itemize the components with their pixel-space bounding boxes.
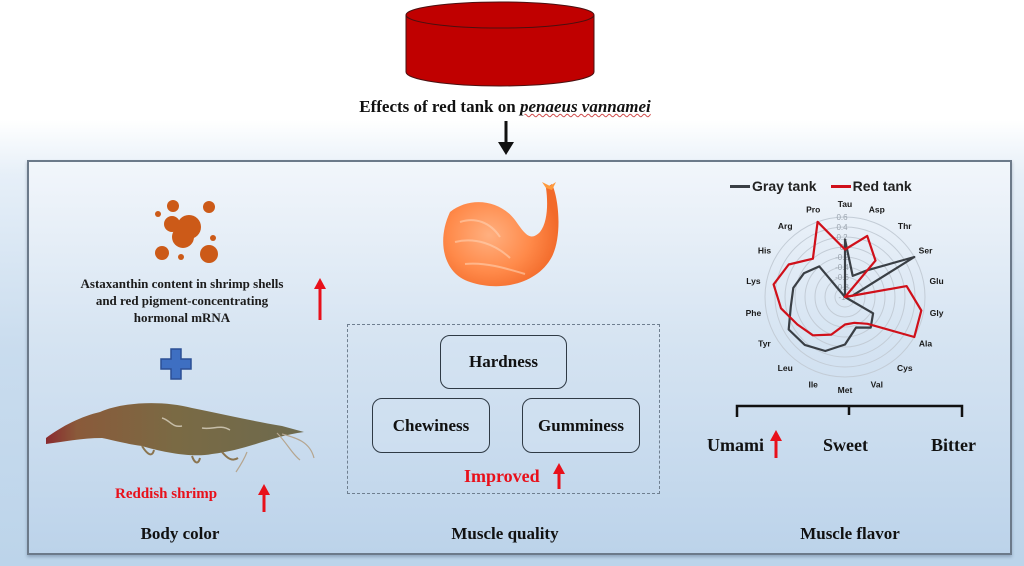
radar-axis-label-ala: Ala [919,339,933,349]
radar-axis-label-his: His [758,246,772,256]
radar-grid-ring [774,226,916,368]
legend-gray-label: Gray tank [752,178,817,194]
radar-axis-label-asp: Asp [869,205,885,215]
flavor-bitter: Bitter [931,435,976,455]
radar-axis-label-met: Met [838,385,853,395]
section-label-muscle-quality: Muscle quality [451,524,559,543]
radar-axis-label-thr: Thr [898,221,912,231]
radar-grid-ring [784,236,906,358]
title-prefix: Effects of red tank on [359,97,520,116]
radar-axis-label-pro: Pro [806,205,820,215]
astaxanthin-line-2: and red pigment-concentrating [95,293,269,308]
reddish-shrimp-label: Reddish shrimp [115,486,218,502]
radar-axis-label-gly: Gly [930,308,944,318]
astaxanthin-increase-arrow-icon [314,278,326,320]
radar-tick-label: 0.4 [836,223,848,232]
section-label-body-color: Body color [140,524,220,543]
down-arrow-icon [498,121,514,155]
radar-tick-label: -0.6 [835,273,849,282]
radar-tick-label: -1 [838,293,846,302]
radar-grid-ring [764,216,926,378]
radar-axis-label-ser: Ser [919,246,933,256]
live-shrimp-image [46,403,315,473]
gumminess-box: Gumminess [522,398,640,453]
cooked-shrimp-image [443,182,559,287]
umami-increase-arrow-icon [770,430,782,458]
legend-red-label: Red tank [852,178,912,194]
radar-legend: Gray tank Red tank [730,178,912,194]
radar-axis-label-tyr: Tyr [758,339,771,349]
radar-tick-label: 0.6 [836,213,848,222]
astaxanthin-text: Astaxanthin content in shrimp shells and… [52,275,312,326]
reddish-increase-arrow-icon [258,484,270,512]
section-label-muscle-flavor: Muscle flavor [800,524,900,543]
flavor-sweet: Sweet [823,435,868,455]
improved-label: Improved [464,466,540,486]
radar-tick-label: -0.4 [835,263,849,272]
flavor-bracket [735,404,964,417]
improved-arrow-icon [553,463,565,489]
texture-frame [347,324,660,494]
legend-red-swatch [830,184,851,188]
flavor-umami: Umami [707,435,764,455]
radar-tick-label: -0.8 [835,283,849,292]
red-tank-icon [405,1,595,87]
plus-icon [160,348,192,380]
radar-axis-label-ile: Ile [808,379,818,389]
radar-axis-label-phe: Phe [746,308,762,318]
amino-acid-radar-chart: 0.60.40.20-0.2-0.4-0.6-0.8-1TauAspThrSer… [746,199,944,395]
chewiness-box: Chewiness [372,398,490,453]
hardness-box: Hardness [440,335,567,389]
legend-gray-swatch [730,184,750,188]
radar-tick-label: -0.2 [835,253,849,262]
legend-gray-tank: Gray tank [730,178,817,194]
radar-tick-label: 0.2 [836,233,848,242]
astaxanthin-line-3: hormonal mRNA [133,310,231,325]
radar-axis-label-glu: Glu [930,276,944,286]
radar-axis-label-cys: Cys [897,363,913,373]
radar-axis-label-leu: Leu [778,363,793,373]
title-species: penaeus vannamei [519,97,651,116]
astaxanthin-line-1: Astaxanthin content in shrimp shells [80,276,284,291]
pigment-bubbles-icon [155,200,218,263]
radar-axis-label-arg: Arg [778,221,793,231]
radar-axis-label-val: Val [871,379,883,389]
radar-axis-label-lys: Lys [746,276,761,286]
radar-axis-label-tau: Tau [838,199,852,209]
legend-red-tank: Red tank [830,178,912,194]
main-title: Effects of red tank on penaeus vannamei [0,97,1010,117]
